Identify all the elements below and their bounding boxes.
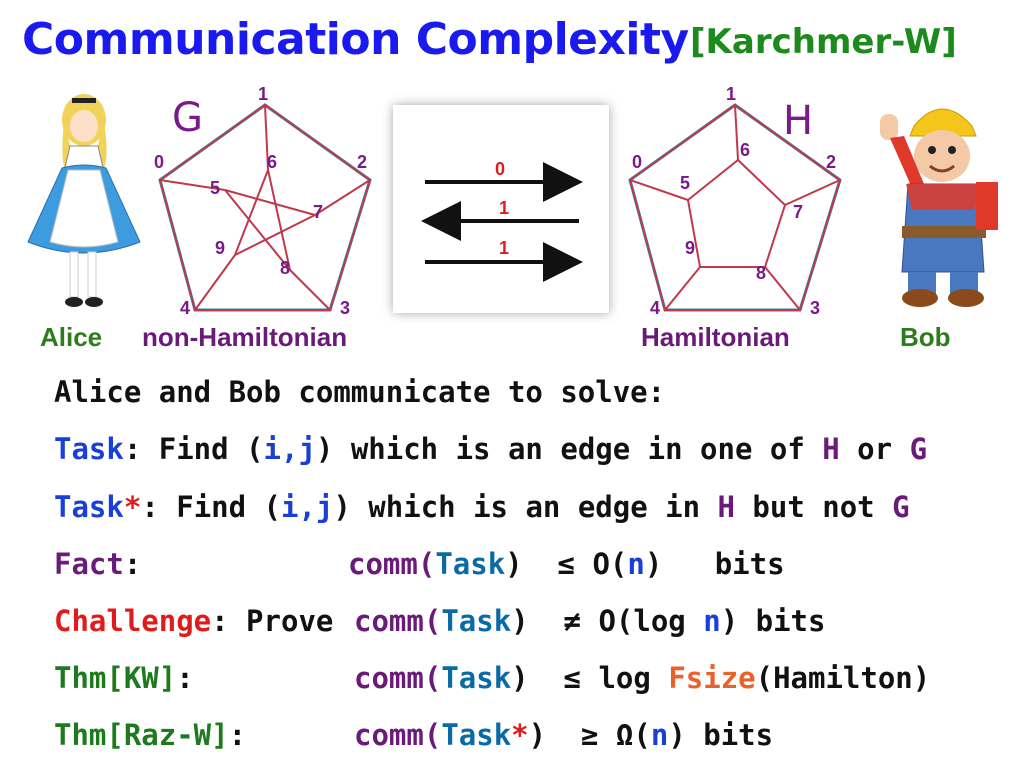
- graph-h-vertex-0: 0: [632, 152, 643, 172]
- task-g: G: [909, 432, 928, 466]
- task-star-but: but not: [734, 490, 893, 524]
- task-star-text-1: : Find (: [141, 490, 281, 524]
- task-star-h: H: [717, 490, 735, 524]
- thm-kw-task: Task: [441, 661, 512, 695]
- thm-kw-close: ): [511, 661, 529, 695]
- graph-h-vertex-4: 4: [650, 298, 661, 318]
- fact-tail: ) bits: [644, 547, 785, 581]
- graph-h-vertex-9: 9: [685, 238, 696, 258]
- thm-kw-comm: comm(: [354, 661, 442, 695]
- bob-label: Bob: [900, 322, 951, 352]
- thm-razw-label: Thm[Raz-W]: [54, 718, 229, 752]
- challenge-formula: comm(Task) ≠ O(log n) bits: [354, 604, 825, 638]
- graph-h-vertex-7: 7: [793, 202, 804, 222]
- thm-razw-colon: :: [228, 718, 247, 752]
- thm-kw-tail: (Hamilton): [755, 661, 931, 695]
- bit-0: 0: [495, 159, 506, 179]
- fact-line: Fact:: [54, 547, 141, 581]
- challenge-task: Task: [441, 604, 512, 638]
- thm-razw-comm: comm(: [354, 718, 442, 752]
- fact-n: n: [627, 547, 645, 581]
- fact-formula: comm(Task) ≤ O(n) bits: [348, 547, 785, 581]
- fact-comm: comm(: [348, 547, 436, 581]
- protocol-panel: 0 1 1: [393, 105, 609, 313]
- task-star-ij: i,j: [281, 490, 334, 524]
- thm-kw-label: Thm[KW]: [54, 661, 177, 695]
- title-reference: [Karchmer-W]: [690, 22, 957, 62]
- challenge-comm: comm(: [354, 604, 442, 638]
- intro-line: Alice and Bob communicate to solve:: [54, 375, 666, 409]
- graph-g-edges: [158, 103, 372, 311]
- graph-h-letter: H: [783, 98, 814, 144]
- task-h: H: [822, 432, 840, 466]
- thm-razw-task: Task: [441, 718, 512, 752]
- graph-g-vertex-8: 8: [280, 258, 291, 278]
- graph-h-vertex-6: 6: [740, 140, 751, 160]
- thm-razw-n: n: [650, 718, 669, 752]
- graph-h-vertex-8: 8: [756, 263, 767, 283]
- challenge-close: ): [511, 604, 529, 638]
- slide-title: Communication Complexity: [22, 14, 689, 65]
- challenge-tail: ) bits: [720, 604, 826, 638]
- graph-g-vertex-2: 2: [357, 152, 368, 172]
- graph-g-vertex-0: 0: [154, 152, 165, 172]
- challenge-n: n: [703, 604, 721, 638]
- thm-kw-line: Thm[KW]:: [54, 661, 194, 695]
- graph-g-vertex-1: 1: [258, 84, 269, 104]
- fact-label: Fact: [54, 547, 124, 581]
- graph-h-vertex-5: 5: [680, 173, 691, 193]
- task-text-1: : Find (: [123, 432, 264, 466]
- challenge-text: : Prove: [211, 604, 334, 638]
- bit-1: 1: [499, 198, 510, 218]
- alice-illustration: [27, 94, 141, 307]
- graph-h-vertex-1: 1: [726, 84, 737, 104]
- graph-g-vertex-6: 6: [267, 152, 278, 172]
- task-label: Task: [54, 432, 124, 466]
- graph-g-vertex-4: 4: [180, 298, 191, 318]
- thm-kw-colon: :: [176, 661, 194, 695]
- thm-kw-fsize: Fsize: [668, 661, 756, 695]
- thm-kw-relation: ≤ log: [563, 661, 669, 695]
- task-star-asterisk: *: [123, 490, 142, 524]
- graph-g: [158, 103, 372, 312]
- alice-label: Alice: [40, 322, 103, 352]
- task-text-2: ) which is an edge in one of: [315, 432, 823, 466]
- challenge-label: Challenge: [54, 604, 212, 638]
- graph-g-caption: non-Hamiltonian: [142, 322, 348, 352]
- graph-h: [628, 103, 842, 312]
- task-star-text-2: ) which is an edge in: [333, 490, 718, 524]
- task-ij: i,j: [263, 432, 316, 466]
- fact-relation: ≤ O(: [557, 547, 628, 581]
- task-line: Task: Find (i,j) which is an edge in one…: [54, 432, 927, 466]
- fact-close: ): [505, 547, 523, 581]
- task-star-line: Task*: Find (i,j) which is an edge in H …: [54, 490, 910, 524]
- thm-razw-tail: ) bits: [668, 718, 774, 752]
- fact-colon: :: [123, 547, 142, 581]
- challenge-relation: ≠ O(log: [563, 604, 704, 638]
- protocol-arrows: [421, 162, 583, 282]
- graph-h-vertex-3: 3: [810, 298, 821, 318]
- graph-h-edges: [628, 103, 842, 311]
- graph-g-vertex-3: 3: [340, 298, 351, 318]
- graph-g-vertex-5: 5: [210, 178, 221, 198]
- task-star-g: G: [892, 490, 910, 524]
- thm-razw-asterisk: *: [511, 718, 529, 752]
- bob-illustration: [880, 108, 998, 307]
- graph-g-vertex-7: 7: [313, 202, 324, 222]
- graph-g-vertex-9: 9: [215, 238, 226, 258]
- task-star-label: Task: [54, 490, 124, 524]
- thm-razw-formula: comm(Task*) ≥ Ω(n) bits: [354, 718, 773, 752]
- graph-g-letter: G: [172, 95, 203, 141]
- graph-h-vertex-2: 2: [826, 152, 837, 172]
- graph-h-caption: Hamiltonian: [641, 322, 790, 352]
- task-or: or: [839, 432, 910, 466]
- thm-razw-line: Thm[Raz-W]:: [54, 718, 246, 752]
- thm-kw-formula: comm(Task) ≤ log Fsize(Hamilton): [354, 661, 930, 695]
- fact-task: Task: [435, 547, 506, 581]
- thm-razw-relation: ≥ Ω(: [581, 718, 651, 752]
- thm-razw-close: ): [528, 718, 547, 752]
- bit-2: 1: [499, 238, 510, 258]
- challenge-line: Challenge: Prove: [54, 604, 333, 638]
